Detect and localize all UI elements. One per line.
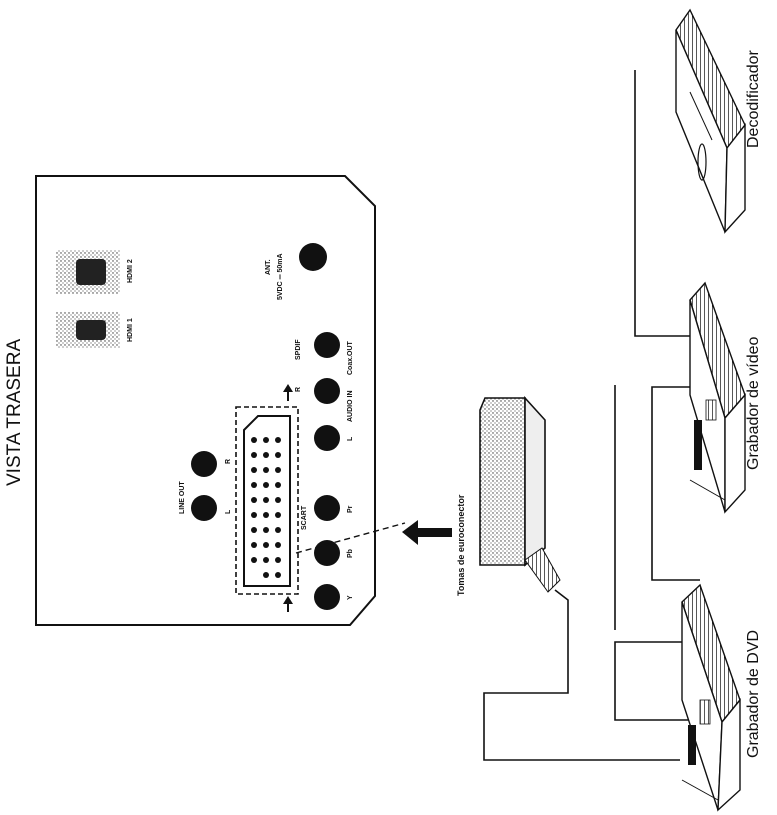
label-y: Y — [347, 595, 354, 600]
jack-spdif — [314, 332, 340, 358]
jack-y — [314, 584, 340, 610]
label-coax-out: Coax.OUT — [347, 340, 354, 375]
scart-plug — [479, 395, 561, 593]
label-audio-in: AUDIO IN — [347, 391, 354, 423]
antenna-label-line2: 5VDC ═ 50mA — [277, 253, 284, 300]
label-audio-l: L — [347, 436, 354, 441]
scart-port — [243, 415, 291, 587]
device-dvd-label: Grabador de DVD — [745, 630, 762, 758]
device-decoder — [675, 8, 746, 234]
insert-arrow-icon — [402, 520, 452, 545]
label-line-out: LINE OUT — [179, 481, 186, 514]
hdmi-2-port — [56, 250, 120, 294]
device-vcr — [689, 281, 746, 514]
connector-label: Tomas de euroconector — [456, 494, 466, 596]
arrow-up-icon — [283, 384, 293, 401]
hdmi-2-label: HDMI 2 — [127, 259, 134, 283]
connection-dashed-line — [295, 522, 406, 554]
hdmi-1-port — [56, 312, 120, 348]
hdmi-1-label: HDMI 1 — [127, 318, 134, 342]
label-scart: SCART — [301, 505, 308, 530]
arrow-up-icon — [283, 596, 293, 612]
label-line-r: R — [225, 459, 232, 464]
jack-audio-l — [314, 425, 340, 451]
device-decoder-label: Decodificador — [745, 50, 762, 149]
jack-audio-r — [314, 378, 340, 404]
label-line-l: L — [225, 509, 232, 514]
label-audio-r: R — [295, 387, 302, 392]
scart-highlight-box — [235, 406, 299, 595]
jack-pr — [314, 495, 340, 521]
jack-line-out-r — [191, 451, 217, 477]
jack-line-out-l — [191, 495, 217, 521]
label-spdif: SPDIF — [295, 339, 302, 360]
device-vcr-label: Grabador de vídeo — [745, 336, 762, 470]
label-pb: Pb — [347, 549, 354, 558]
antenna-label-line1: ANT. — [265, 259, 272, 275]
panel-title: VISTA TRASERA — [4, 339, 25, 486]
cables — [483, 70, 700, 761]
antenna-port — [299, 243, 327, 271]
label-pr: Pr — [347, 505, 354, 513]
device-dvd — [681, 583, 741, 812]
